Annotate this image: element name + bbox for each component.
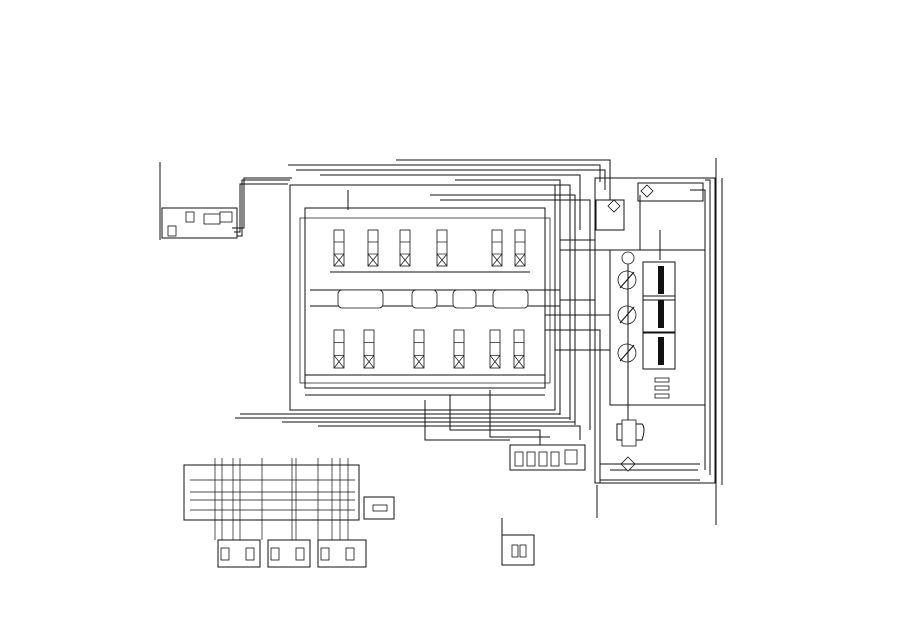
valve-symbol [295, 547, 305, 561]
pipe-line [288, 164, 601, 182]
pipe-line [440, 199, 591, 430]
pipe-line [455, 179, 561, 415]
valve-symbol [320, 547, 330, 561]
engine [616, 419, 645, 447]
pump-group [594, 158, 723, 525]
valve-symbol [220, 547, 230, 561]
pipe-line [320, 174, 581, 230]
center-pilot-valve-group [509, 444, 586, 471]
pipe-line [430, 194, 576, 425]
spool-valve [413, 329, 425, 369]
spool-arrow [399, 253, 411, 267]
spool-arrow [489, 355, 501, 369]
spool-valve [453, 329, 465, 369]
valve-symbol [245, 547, 255, 561]
spool-valve [333, 329, 345, 369]
hydraulic-lines [235, 159, 711, 518]
spool-valve [514, 229, 526, 267]
spool-arrow [436, 253, 448, 267]
pipe-line [545, 329, 700, 481]
spool-arrow [333, 253, 345, 267]
pipe-line [410, 184, 571, 420]
spool-valve [333, 229, 345, 267]
spool-valve [489, 329, 501, 369]
valve-symbol [345, 547, 355, 561]
spool-valve [367, 229, 379, 267]
spool-arrow [363, 355, 375, 369]
spool-valve [363, 329, 375, 369]
pipe-line [396, 159, 611, 200]
pipe-line [489, 390, 550, 438]
spool-valve [513, 329, 525, 369]
left-pilot-valve-group [159, 162, 292, 240]
main-control-valve-block [289, 184, 560, 411]
pipe-line [690, 189, 706, 470]
bottom-small-valve-group [501, 518, 535, 566]
spool-arrow [333, 355, 345, 369]
pipe-line [296, 169, 606, 190]
spool-arrow [514, 253, 526, 267]
spool-arrow [413, 355, 425, 369]
spool-valve [399, 229, 411, 267]
bottom-left-valve-group [183, 458, 395, 568]
valve-symbol [270, 547, 280, 561]
spool-arrow [453, 355, 465, 369]
pipe-line [318, 425, 581, 440]
pipe-line [424, 400, 510, 441]
spool-valve [436, 229, 448, 267]
spool-valve [491, 229, 503, 267]
spool-arrow [367, 253, 379, 267]
pipe-line [705, 179, 711, 475]
spool-arrow [513, 355, 525, 369]
spool-arrow [491, 253, 503, 267]
